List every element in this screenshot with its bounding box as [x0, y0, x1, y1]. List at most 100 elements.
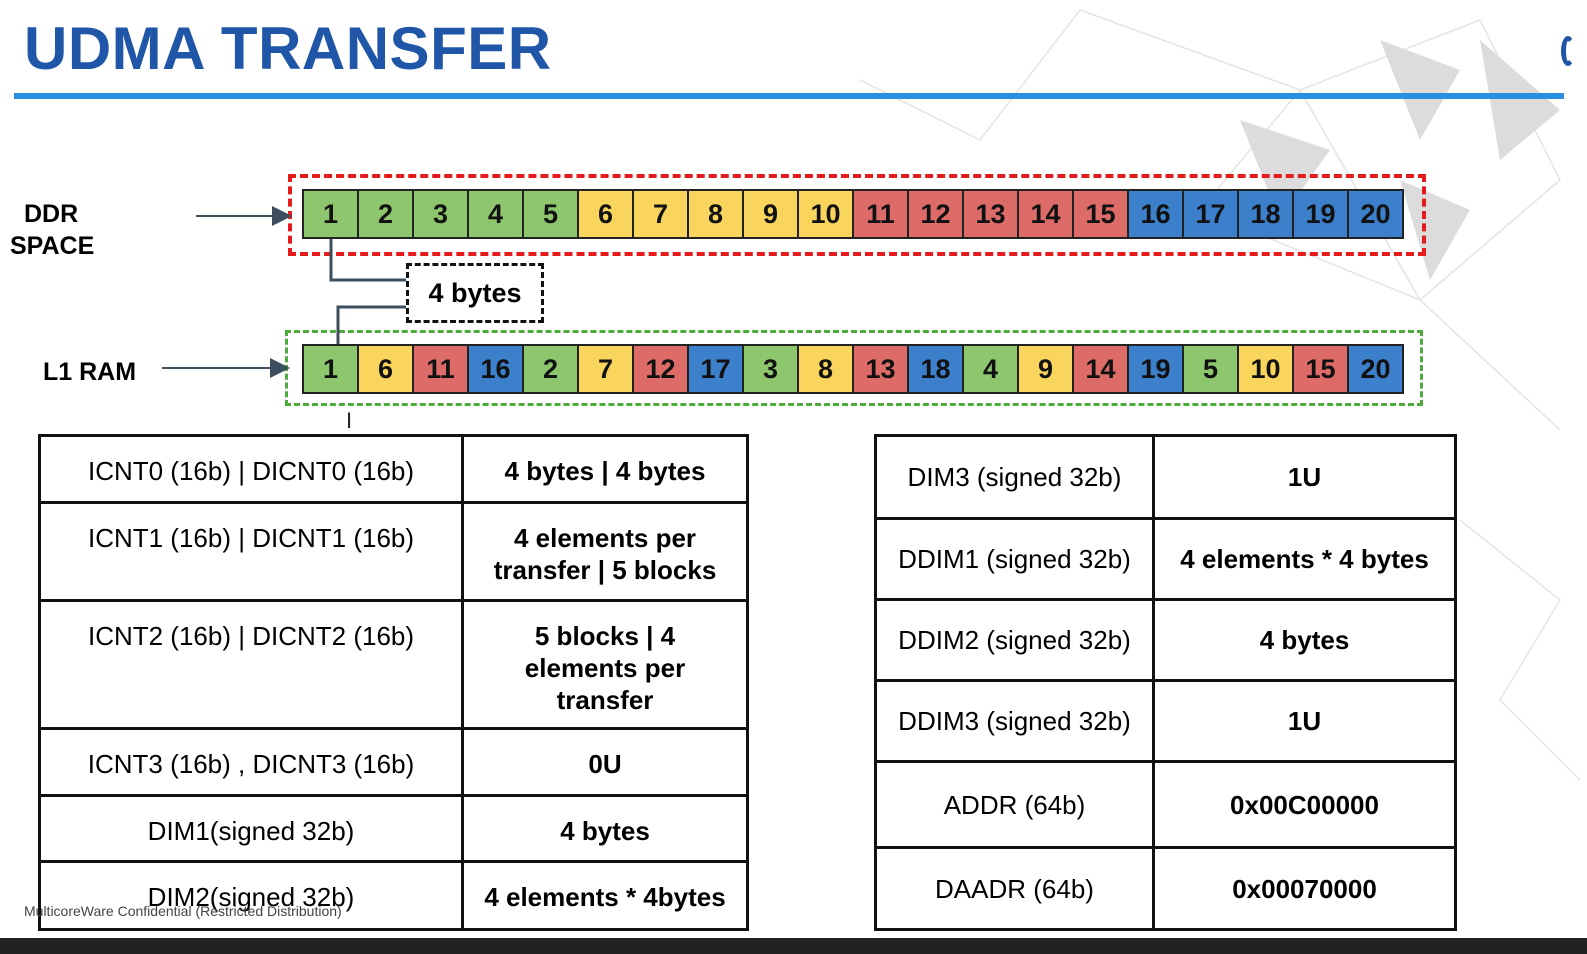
- parameter-value: 0x00C00000: [1152, 760, 1457, 849]
- l1-cell: 6: [359, 346, 414, 392]
- l1-cell: 3: [744, 346, 799, 392]
- l1-cell: 13: [854, 346, 909, 392]
- l1-cell: 12: [634, 346, 689, 392]
- l1-cell: 17: [689, 346, 744, 392]
- parameter-name: DAADR (64b): [874, 846, 1155, 931]
- ddr-cell: 5: [524, 191, 579, 237]
- parameter-name: ICNT0 (16b) | DICNT0 (16b): [38, 434, 464, 504]
- ddr-cell: 9: [744, 191, 799, 237]
- table-row: DDIM2 (signed 32b)4 bytes: [874, 598, 1457, 682]
- parameter-name: ADDR (64b): [874, 760, 1155, 849]
- l1-cell: 7: [579, 346, 634, 392]
- l1-cell: 19: [1129, 346, 1184, 392]
- parameter-name: DIM2(signed 32b): [38, 860, 464, 931]
- table-row: DIM3 (signed 32b)1U: [874, 434, 1457, 520]
- parameter-value-line: 4 elements per: [513, 523, 697, 553]
- ddr-label-line-2: SPACE: [10, 232, 95, 260]
- l1-cell: 16: [469, 346, 524, 392]
- table-row: DIM1(signed 32b) 4 bytes: [38, 794, 749, 863]
- table-row: DDIM3 (signed 32b)1U: [874, 679, 1457, 763]
- ddr-cell: 2: [359, 191, 414, 237]
- l1-cell: 1: [304, 346, 359, 392]
- parameter-name: DDIM3 (signed 32b): [874, 679, 1155, 763]
- parameter-value-line: transfer: [556, 685, 654, 715]
- ddr-cell: 11: [854, 191, 909, 237]
- parameter-value-line: transfer | 5 blocks: [493, 555, 717, 585]
- l1-cell: 18: [909, 346, 964, 392]
- ddr-cell: 13: [964, 191, 1019, 237]
- table-row: ICNT3 (16b) , DICNT3 (16b) 0U: [38, 727, 749, 797]
- parameter-name: ICNT3 (16b) , DICNT3 (16b): [38, 727, 464, 797]
- l1-cell: 2: [524, 346, 579, 392]
- ddr-cell: 10: [799, 191, 854, 237]
- table-row: DAADR (64b)0x00070000: [874, 846, 1457, 931]
- l1-cell: 11: [414, 346, 469, 392]
- bottom-bar: [0, 938, 1587, 954]
- l1-cell: 14: [1074, 346, 1129, 392]
- ddr-space-label: DDR SPACE: [10, 198, 94, 262]
- parameter-value-line: elements per: [524, 653, 686, 683]
- l1-cell: 15: [1294, 346, 1349, 392]
- text-cursor-icon: I: [346, 408, 353, 433]
- parameter-name: ICNT1 (16b) | DICNT1 (16b): [38, 501, 464, 602]
- ddr-cell: 18: [1239, 191, 1294, 237]
- confidentiality-footer: MulticoreWare Confidential (Restricted D…: [24, 903, 342, 919]
- table-row: DDIM1 (signed 32b)4 elements * 4 bytes: [874, 517, 1457, 601]
- table-row: ICNT1 (16b) | DICNT1 (16b)4 elements per…: [38, 501, 749, 602]
- parameter-value: 4 elements * 4bytes: [461, 860, 749, 931]
- l1-cell: 5: [1184, 346, 1239, 392]
- left-register-table: ICNT0 (16b) | DICNT0 (16b) 4 bytes | 4 by…: [38, 434, 749, 931]
- l1-cell: 9: [1019, 346, 1074, 392]
- parameter-name: DDIM2 (signed 32b): [874, 598, 1155, 682]
- ddr-cell: 3: [414, 191, 469, 237]
- title-underline: [14, 93, 1564, 99]
- ddr-cell: 7: [634, 191, 689, 237]
- ddr-cell: 8: [689, 191, 744, 237]
- parameter-value: 4 bytes: [461, 794, 749, 863]
- page-title: UDMA TRANSFER: [24, 15, 552, 82]
- parameter-value-line: 4 bytes: [560, 816, 650, 846]
- parameter-value-line: 5 blocks | 4: [534, 621, 676, 651]
- ddr-cell: 4: [469, 191, 524, 237]
- parameter-name: DDIM1 (signed 32b): [874, 517, 1155, 601]
- parameter-value: 4 bytes | 4 bytes: [461, 434, 749, 504]
- parameter-value: 0U: [461, 727, 749, 797]
- l1-cell: 20: [1349, 346, 1402, 392]
- l1-cell: 8: [799, 346, 854, 392]
- l1-cell: 10: [1239, 346, 1294, 392]
- parameter-name: ICNT2 (16b) | DICNT2 (16b): [38, 599, 464, 730]
- parameter-value-line: 4 elements * 4bytes: [484, 882, 726, 912]
- table-row: ICNT0 (16b) | DICNT0 (16b) 4 bytes | 4 by…: [38, 434, 749, 504]
- parameter-value: 4 elements * 4 bytes: [1152, 517, 1457, 601]
- four-bytes-callout: 4 bytes: [406, 263, 544, 323]
- parameter-value: 4 bytes: [1152, 598, 1457, 682]
- l1-cell: 4: [964, 346, 1019, 392]
- parameter-value-line: 0U: [588, 749, 622, 779]
- ddr-cell: 1: [304, 191, 359, 237]
- ddr-cell: 16: [1129, 191, 1184, 237]
- ddr-cell: 12: [909, 191, 964, 237]
- parameter-value: 0x00070000: [1152, 846, 1457, 931]
- ddr-cell: 6: [579, 191, 634, 237]
- ddr-cell: 20: [1349, 191, 1402, 237]
- ddr-label-line-1: DDR: [24, 200, 79, 228]
- parameter-value: 1U: [1152, 434, 1457, 520]
- table-row: ADDR (64b)0x00C00000: [874, 760, 1457, 849]
- parameter-value: 1U: [1152, 679, 1457, 763]
- logo-fragment-icon: [1561, 36, 1575, 66]
- parameter-name: DIM1(signed 32b): [38, 794, 464, 863]
- ddr-cell: 14: [1019, 191, 1074, 237]
- parameter-name: DIM3 (signed 32b): [874, 434, 1155, 520]
- ddr-cell: 19: [1294, 191, 1349, 237]
- ddr-cell: 15: [1074, 191, 1129, 237]
- parameter-value-line: 4 bytes | 4 bytes: [504, 456, 706, 486]
- table-row: DIM2(signed 32b) 4 elements * 4bytes: [38, 860, 749, 931]
- ddr-cell: 17: [1184, 191, 1239, 237]
